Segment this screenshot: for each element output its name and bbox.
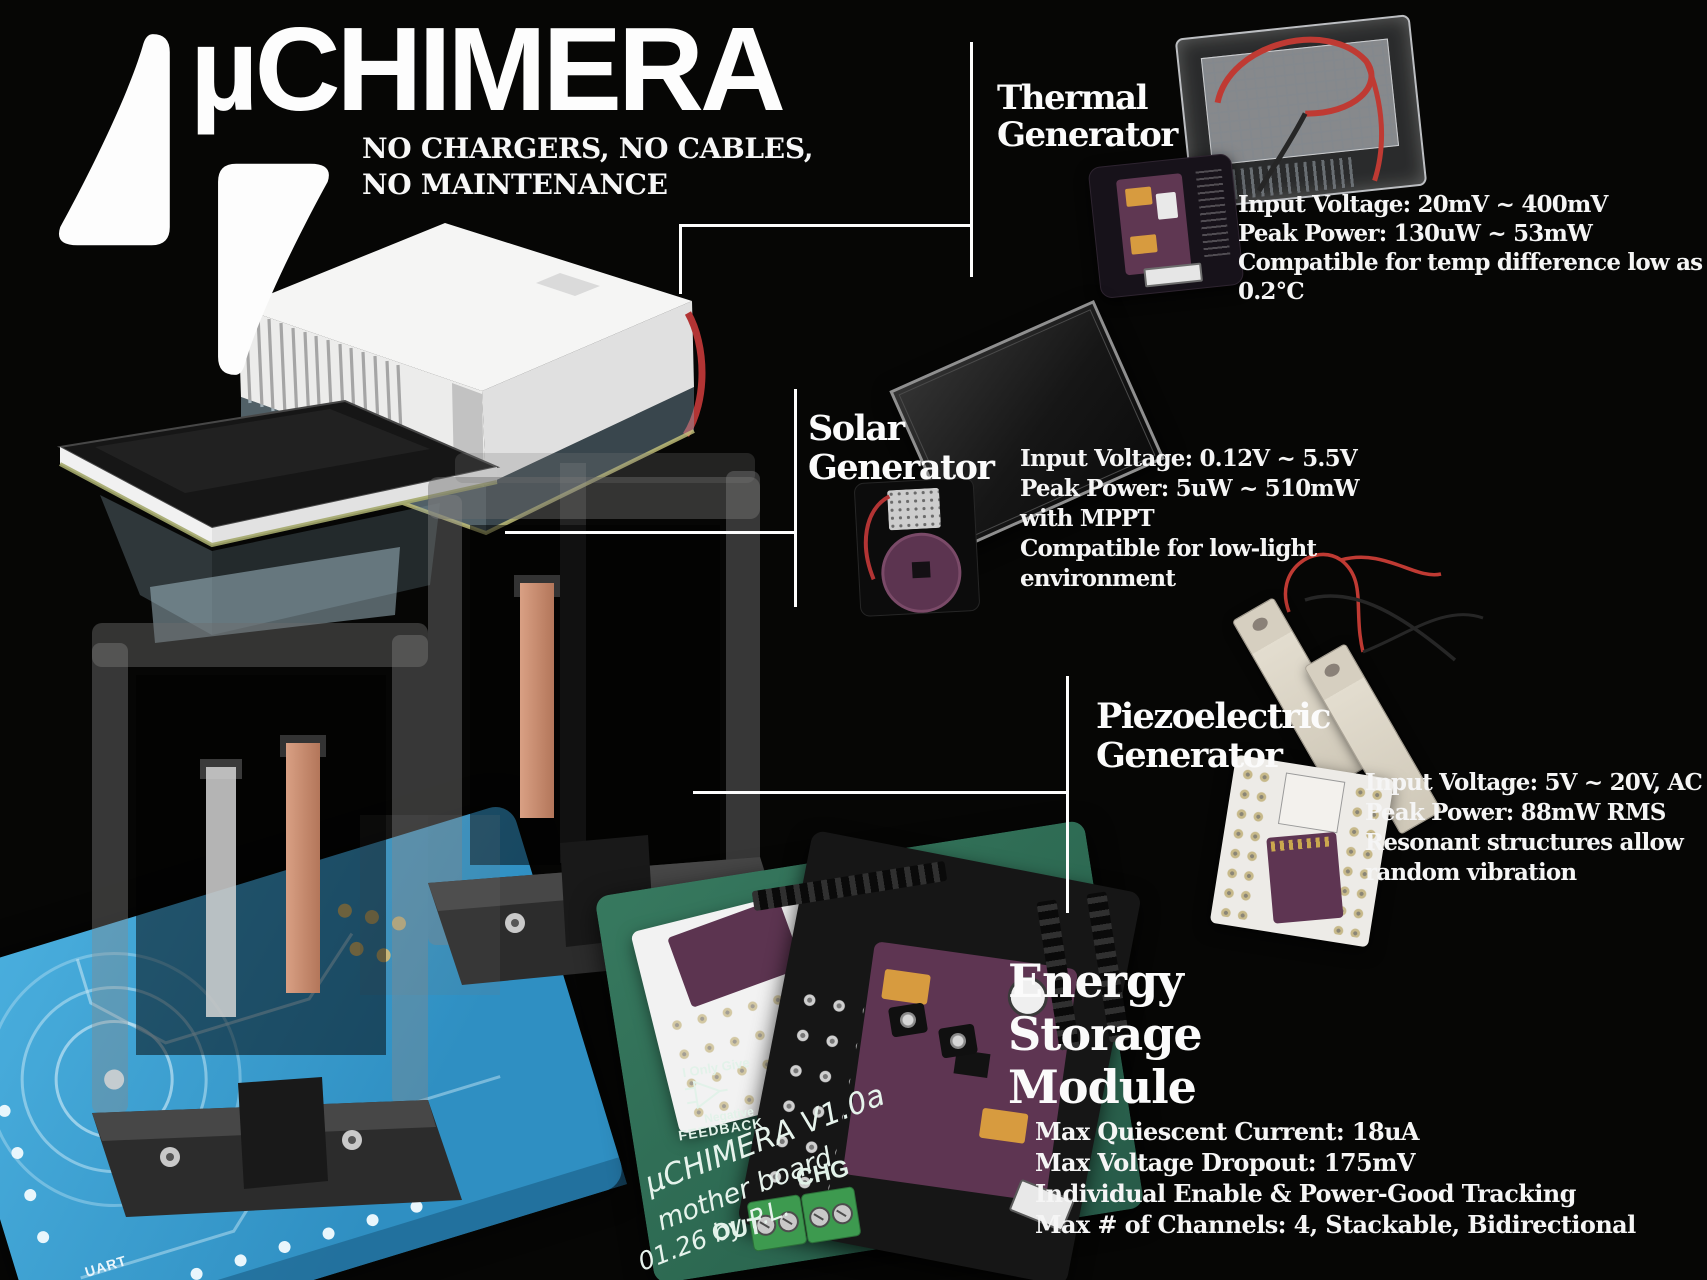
solar-leader-line <box>505 531 797 534</box>
brand-logo-icon <box>58 34 329 375</box>
solar-spec-line: Peak Power: 5uW ~ 510mW <box>1020 475 1360 502</box>
thermal-spec-line: Peak Power: 130uW ~ 53mW <box>1238 220 1593 247</box>
storage-spec-line: Individual Enable & Power-Good Tracking <box>1035 1179 1576 1208</box>
thermal-leader-stub <box>679 224 682 294</box>
brand-tagline: NO CHARGERS, NO CABLES, NO MAINTENANCE <box>362 131 814 203</box>
thermal-title-line2: Generator <box>997 115 1178 156</box>
piezo-pcb-module <box>1266 831 1344 924</box>
solar-spec-line: Input Voltage: 0.12V ~ 5.5V <box>1020 445 1358 472</box>
solar-generator-title: Solar Generator <box>808 408 995 488</box>
piezo-section-bar <box>1066 676 1069 913</box>
energy-storage-module-title: Energy Storage Module <box>1008 954 1203 1114</box>
piezoelectric-generator-title: Piezoelectric Generator <box>1096 696 1331 776</box>
opamp-symbol-icon <box>684 1080 728 1110</box>
thermal-generator-title: Thermal Generator <box>997 78 1178 156</box>
tagline-line-1: NO CHARGERS, NO CABLES, <box>362 132 814 165</box>
piezo-title-line2: Generator <box>1096 734 1283 776</box>
storage-spec-line: Max Quiescent Current: 18uA <box>1035 1117 1420 1146</box>
tact-button <box>937 1023 979 1059</box>
thermal-section-bar <box>970 42 973 277</box>
piezo-spec-line: Input Voltage: 5V ~ 20V, AC <box>1365 769 1703 796</box>
terminal-block <box>800 1186 862 1244</box>
storage-title-line2: Storage <box>1008 1007 1203 1061</box>
solar-section-bar <box>794 389 797 607</box>
thermal-title-line1: Thermal <box>997 78 1148 118</box>
thermal-leader-line <box>679 224 973 227</box>
solar-spec-line: with MPPT <box>1020 505 1155 532</box>
solar-pcb-wire <box>863 494 891 581</box>
storage-title-line3: Module <box>1008 1060 1197 1114</box>
tagline-line-2: NO MAINTENANCE <box>362 168 668 201</box>
thermal-spec-line: Input Voltage: 20mV ~ 400mV <box>1238 191 1608 218</box>
render-solar-panel <box>56 399 501 643</box>
brand-title: µCHIMERA <box>190 3 786 136</box>
exploded-product-render <box>56 223 792 1217</box>
thermal-generator-photo <box>1174 14 1428 210</box>
piezo-title-line1: Piezoelectric <box>1096 696 1331 737</box>
storage-spec-line: Max Voltage Dropout: 175mV <box>1035 1148 1415 1177</box>
solar-title-line2: Generator <box>808 446 995 488</box>
piezo-wires <box>1283 552 1484 662</box>
storage-spec-line: Max # of Channels: 4, Stackable, Bidirec… <box>1035 1210 1636 1239</box>
thermal-generator-specs: Input Voltage: 20mV ~ 400mV Peak Power: … <box>1238 190 1707 306</box>
thermal-pcb-module <box>1115 173 1192 276</box>
piezoelectric-generator-specs: Input Voltage: 5V ~ 20V, AC Peak Power: … <box>1365 768 1703 888</box>
thermal-spec-line: Compatible for temp difference low as 0.… <box>1238 249 1703 305</box>
thermal-wires <box>1214 36 1385 193</box>
solar-generator-specs: Input Voltage: 0.12V ~ 5.5V Peak Power: … <box>1020 444 1360 594</box>
piezo-spec-line: random vibration <box>1365 859 1577 886</box>
thermal-harvester-pcb-photo <box>1087 152 1245 300</box>
solar-harvester-pcb-photo <box>853 476 981 618</box>
piezo-spec-line: Resonant structures allow <box>1365 829 1684 856</box>
render-piezo-towers <box>92 453 792 1217</box>
storage-title-line1: Energy <box>1008 954 1184 1008</box>
piezo-spec-line: Peak Power: 88mW RMS <box>1365 799 1666 826</box>
solar-spec-line: Compatible for low-light <box>1020 535 1317 562</box>
solar-title-line1: Solar <box>808 408 905 449</box>
piezo-leader-line <box>693 791 1069 794</box>
energy-storage-module-specs: Max Quiescent Current: 18uA Max Voltage … <box>1035 1116 1636 1240</box>
solar-spec-line: environment <box>1020 565 1176 592</box>
tact-button <box>887 1002 929 1038</box>
